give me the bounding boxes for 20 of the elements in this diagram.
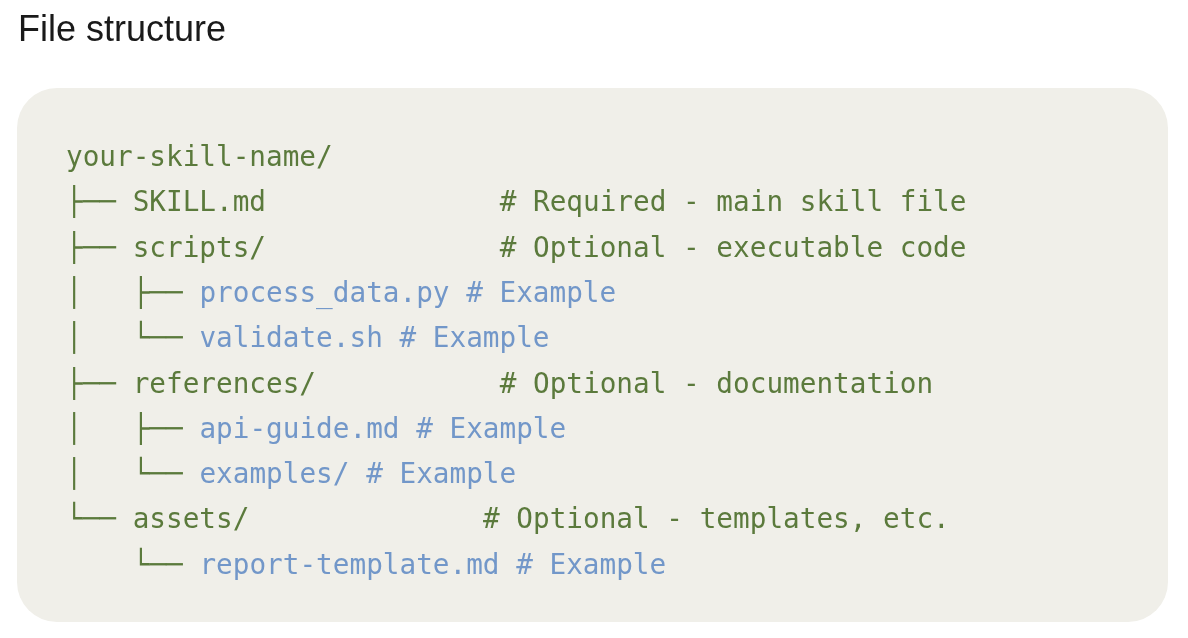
tree-connector: └── <box>132 547 183 582</box>
tree-connector: │ └── <box>66 457 183 492</box>
tree-entry: └── assets/ <box>66 502 250 537</box>
code-comment: # Optional - templates, etc. <box>483 502 950 537</box>
example-file: api-guide.md # Example <box>199 411 567 446</box>
example-file: report-template.md # Example <box>199 547 667 582</box>
tree-connector: │ ├── <box>66 411 183 446</box>
heading: File structure <box>18 8 227 50</box>
example-file: validate.sh # Example <box>199 321 550 356</box>
code-comment: # Required - main skill file <box>499 185 967 220</box>
tree-entry: ├── references/ <box>66 366 317 401</box>
example-file: examples/ # Example <box>199 457 517 492</box>
code-comment: # Optional - documentation <box>499 366 934 401</box>
folder-name: your-skill-name/ <box>66 140 333 174</box>
code-comment: # Optional - executable code <box>499 230 967 265</box>
tree-entry: ├── scripts/ <box>66 230 267 265</box>
tree-connector: │ ├── <box>66 275 183 310</box>
example-file: process_data.py # Example <box>199 275 617 310</box>
tree-entry: ├── SKILL.md <box>66 185 267 220</box>
tree-connector: │ └── <box>66 321 183 356</box>
